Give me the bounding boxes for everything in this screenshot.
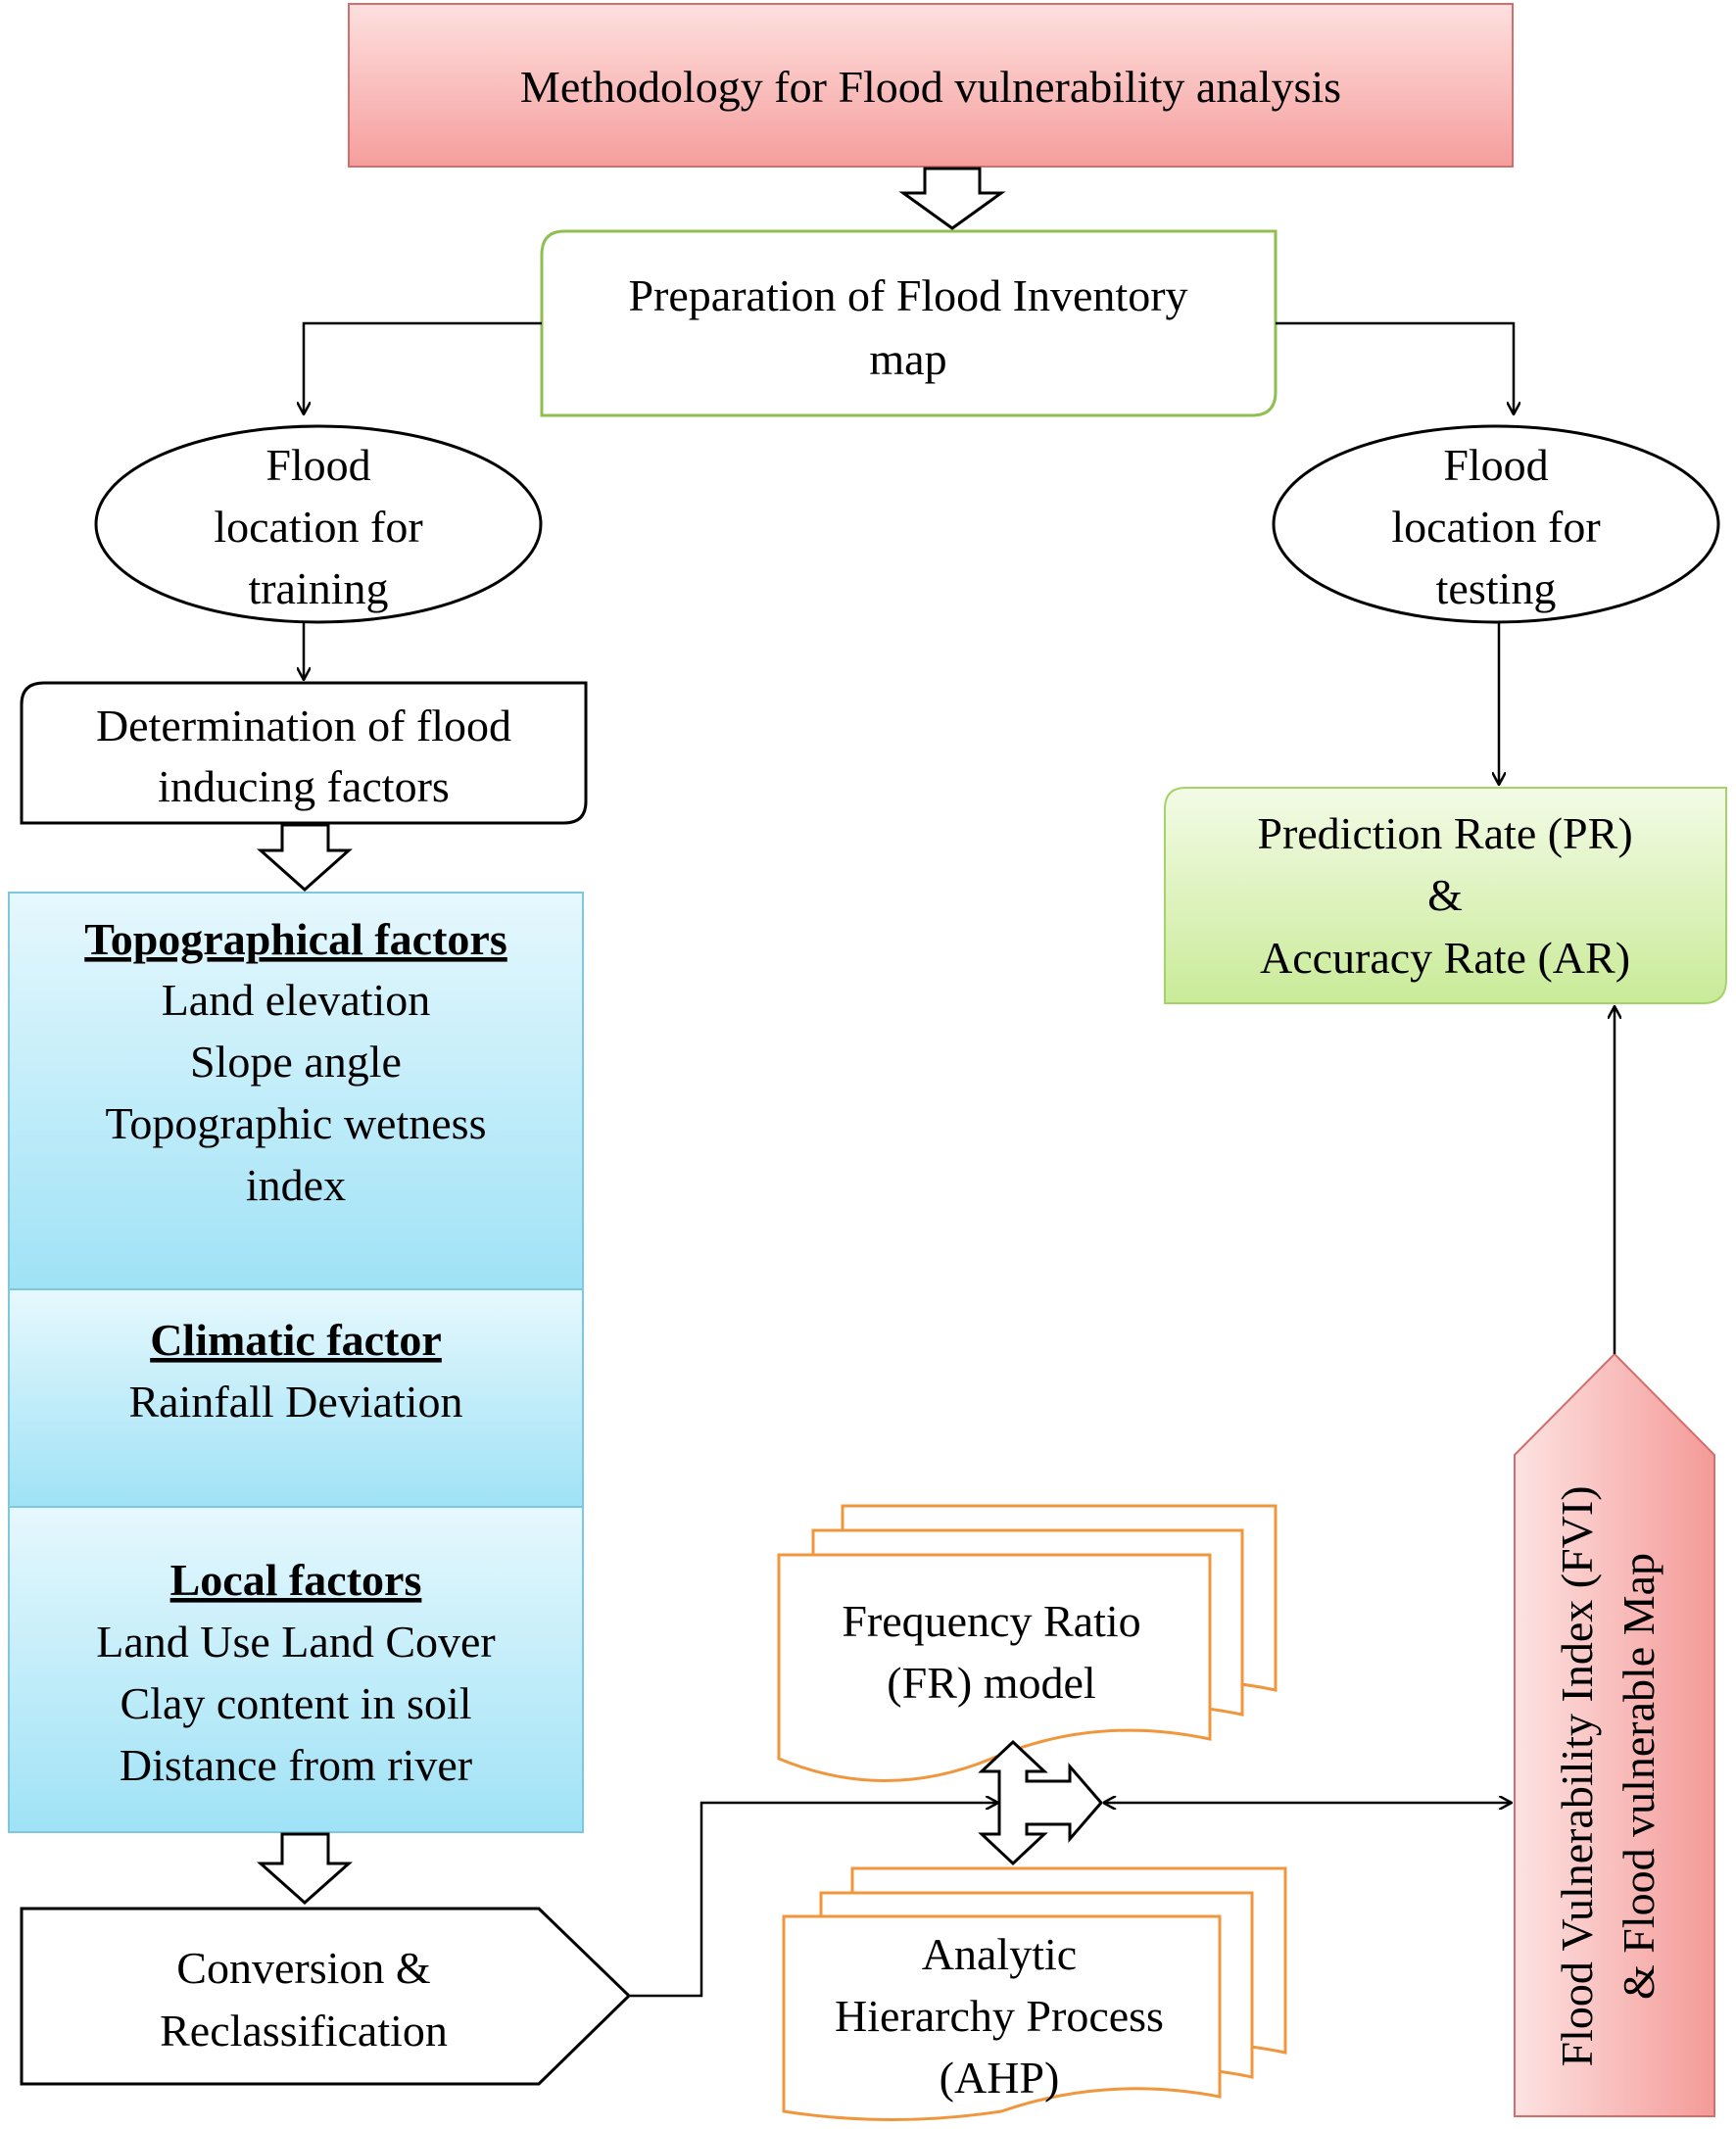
hollow-arrow-down-2: [257, 823, 353, 893]
three-way-hollow-arrow: [978, 1739, 1103, 1866]
testing-line3: testing: [1436, 563, 1557, 613]
fvi-line2: & Flood vulnerable Map: [1614, 1553, 1664, 2000]
topographical-item: Topographic wetness: [106, 1098, 487, 1148]
local-heading: Local factors: [170, 1555, 422, 1605]
topographical-factors-box: Topographical factors Land elevation Slo…: [8, 892, 584, 1290]
climatic-item: Rainfall Deviation: [128, 1377, 462, 1427]
title-text: Methodology for Flood vulnerability anal…: [520, 62, 1341, 112]
topographical-item: index: [246, 1160, 346, 1210]
prediction-line3: Accuracy Rate (AR): [1260, 933, 1630, 983]
prediction-line2: &: [1427, 870, 1463, 920]
hollow-arrow-down-1: [898, 167, 1006, 230]
fr-model-line1: Frequency Ratio: [842, 1596, 1140, 1646]
ahp-line3: (AHP): [940, 2053, 1060, 2103]
training-ellipse: Flood location for training: [94, 424, 543, 624]
testing-line1: Flood: [1443, 440, 1548, 490]
local-factors-box: Local factors Land Use Land Cover Clay c…: [8, 1506, 584, 1833]
connector-to-testing: [1276, 321, 1514, 413]
determination-line1: Determination of flood: [96, 701, 511, 750]
topographical-heading: Topographical factors: [84, 914, 506, 964]
local-item: Clay content in soil: [120, 1678, 471, 1728]
connector-to-training: [304, 321, 542, 413]
prediction-line1: Prediction Rate (PR): [1257, 808, 1632, 858]
topographical-item: Slope angle: [190, 1037, 402, 1087]
inventory-box: Preparation of Flood Inventory map: [540, 229, 1278, 417]
fvi-box: Flood Vulnerability Index (FVI) & Flood …: [1514, 1352, 1715, 2117]
ahp-line2: Hierarchy Process: [835, 1991, 1164, 2041]
climatic-heading: Climatic factor: [150, 1315, 442, 1365]
ahp-line1: Analytic: [922, 1929, 1077, 1979]
fvi-line1: Flood Vulnerability Index (FVI): [1552, 1485, 1602, 2066]
climatic-factor-box: Climatic factor Rainfall Deviation: [8, 1288, 584, 1508]
conversion-line1: Conversion &: [176, 1943, 430, 1993]
inventory-line1: Preparation of Flood Inventory: [628, 270, 1187, 320]
local-item: Land Use Land Cover: [96, 1617, 496, 1667]
testing-line2: location for: [1391, 502, 1600, 552]
fr-model-line2: (FR) model: [887, 1658, 1095, 1708]
ahp-stack: Analytic Hierarchy Process (AHP): [782, 1866, 1287, 2121]
training-line3: training: [248, 563, 388, 613]
conversion-line2: Reclassification: [160, 2006, 448, 2056]
topographical-item: Land elevation: [162, 975, 431, 1025]
determination-box: Determination of flood inducing factors: [20, 681, 588, 825]
prediction-box: Prediction Rate (PR) & Accuracy Rate (AR…: [1164, 787, 1727, 1004]
training-line2: location for: [214, 502, 422, 552]
connector-conversion-models: [630, 1803, 997, 1998]
conversion-box: Conversion & Reclassification: [20, 1907, 632, 2086]
testing-ellipse: Flood location for testing: [1272, 424, 1720, 624]
determination-line2: inducing factors: [158, 761, 450, 811]
training-line1: Flood: [265, 440, 370, 490]
fr-model-stack: Frequency Ratio (FR) model: [777, 1504, 1278, 1782]
inventory-line2: map: [869, 334, 946, 384]
title-box: Methodology for Flood vulnerability anal…: [348, 3, 1514, 168]
hollow-arrow-down-3: [257, 1832, 353, 1906]
local-item: Distance from river: [120, 1740, 472, 1790]
